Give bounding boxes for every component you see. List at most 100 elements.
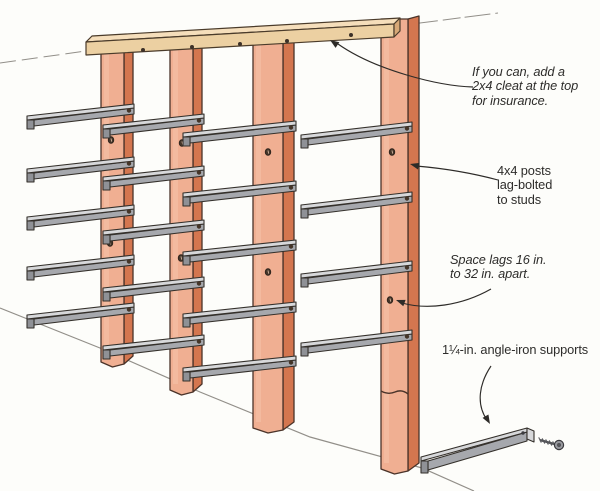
- lag-screw-detail: [538, 437, 565, 451]
- iron-flange: [102, 334, 205, 351]
- post-splice-mark: [380, 390, 409, 395]
- angle-iron-support: [300, 121, 413, 149]
- screw-thread: [545, 439, 549, 445]
- leader-arrow: [396, 288, 492, 307]
- iron-tip-hook: [182, 136, 191, 147]
- angle-iron-support: [182, 239, 297, 266]
- ceiling-line: [0, 50, 87, 64]
- support-bolt: [126, 108, 132, 113]
- iron-tip-hook: [182, 196, 191, 207]
- iron-tip-hook: [26, 172, 35, 183]
- support-bolt: [126, 161, 132, 166]
- support-bolt: [196, 224, 202, 229]
- cleat-screw: [238, 42, 242, 46]
- post-3: [252, 37, 295, 434]
- post-highlight: [384, 23, 389, 463]
- cleat-end-grain: [393, 17, 401, 38]
- angle-iron-support: [26, 302, 135, 329]
- iron-flange: [102, 113, 205, 130]
- lag-bolt-slot: [180, 256, 182, 260]
- angle-iron-support: [300, 191, 413, 219]
- iron-flange: [300, 260, 413, 279]
- iron-flange: [26, 103, 135, 121]
- support-bolt: [288, 244, 294, 249]
- iron-flange: [182, 355, 297, 373]
- iron-tip-hook: [300, 208, 309, 219]
- annotation-angle-iron-note: 1¼-in. angle-iron supports: [442, 342, 588, 357]
- angle-iron-support: [182, 180, 297, 207]
- leader-arrow: [410, 162, 499, 181]
- angle-iron-support: [182, 120, 297, 147]
- angle-iron-support: [26, 204, 135, 231]
- iron-tip-hook: [26, 220, 35, 231]
- leader-arrow: [330, 40, 474, 88]
- angle-iron-support: [102, 113, 205, 139]
- post-side-face: [407, 15, 420, 472]
- annotation-cleat-note: If you can, add a 2x4 cleat at the top f…: [472, 64, 578, 108]
- lag-bolt-slot: [267, 150, 269, 154]
- iron-tip-hook: [102, 349, 111, 360]
- support-bolt: [404, 334, 410, 339]
- annotation-line: to 32 in. apart.: [450, 266, 531, 282]
- angle-iron-support: [182, 301, 297, 328]
- angle-iron-support: [182, 355, 297, 382]
- support-bolt: [196, 339, 202, 344]
- support-bolt: [288, 360, 294, 365]
- support-bolt: [404, 196, 410, 201]
- leader-line: [415, 165, 499, 181]
- arrowhead: [482, 414, 490, 424]
- support-bolt: [288, 306, 294, 311]
- cleat-screw: [285, 39, 289, 43]
- iron-tip-hook: [182, 371, 191, 382]
- post-side-face: [282, 37, 295, 431]
- screw-thread: [538, 437, 542, 443]
- lag-bolt-slot: [267, 270, 269, 274]
- angle-iron-support: [102, 334, 205, 360]
- lag-bolt-slot: [389, 298, 391, 302]
- support-bolt: [126, 209, 132, 214]
- angle-iron-support: [300, 260, 413, 288]
- annotation-line: 4x4 posts: [497, 163, 551, 178]
- iron-flange: [26, 254, 135, 272]
- support-bolt: [404, 265, 410, 270]
- iron-bolt-hole: [521, 431, 525, 435]
- iron-flange: [182, 120, 297, 138]
- support-bolt: [196, 170, 202, 175]
- annotation-posts-note: 4x4 posts lag-bolted to studs: [497, 163, 552, 207]
- iron-tip-hook: [102, 234, 111, 245]
- arrowhead: [396, 299, 406, 307]
- iron-flange: [182, 239, 297, 257]
- iron-flange: [182, 301, 297, 319]
- angle-iron-support: [102, 276, 205, 302]
- iron-flange: [102, 219, 205, 236]
- iron-tip-hook: [102, 291, 111, 302]
- iron-tip-hook: [182, 255, 191, 266]
- iron-tip-hook: [26, 119, 35, 130]
- ceiling-line: [411, 12, 499, 25]
- lag-bolt-slot: [391, 150, 393, 154]
- iron-flange: [26, 302, 135, 320]
- iron-tip-hook: [26, 318, 35, 329]
- support-bolt: [126, 259, 132, 264]
- iron-tip-hook: [300, 277, 309, 288]
- iron-tip-hook: [300, 346, 309, 357]
- angle-iron-support: [26, 156, 135, 183]
- screw-thread: [541, 438, 546, 444]
- support-bolt: [404, 126, 410, 131]
- annotation-line: for insurance.: [472, 92, 549, 108]
- iron-tip-hook: [182, 317, 191, 328]
- screw-thread: [548, 440, 553, 446]
- annotation-line: Space lags 16 in.: [450, 252, 547, 267]
- arrowhead: [410, 162, 420, 170]
- iron-flange: [182, 180, 297, 198]
- iron-tip-hook: [300, 138, 309, 149]
- iron-tip-hook: [26, 270, 35, 281]
- angle-iron-support: [26, 254, 135, 281]
- iron-tip-hook: [102, 180, 111, 191]
- iron-flange: [102, 165, 205, 182]
- iron-flange: [300, 191, 413, 210]
- support-bolt: [288, 125, 294, 130]
- iron-tip-hook: [420, 460, 429, 474]
